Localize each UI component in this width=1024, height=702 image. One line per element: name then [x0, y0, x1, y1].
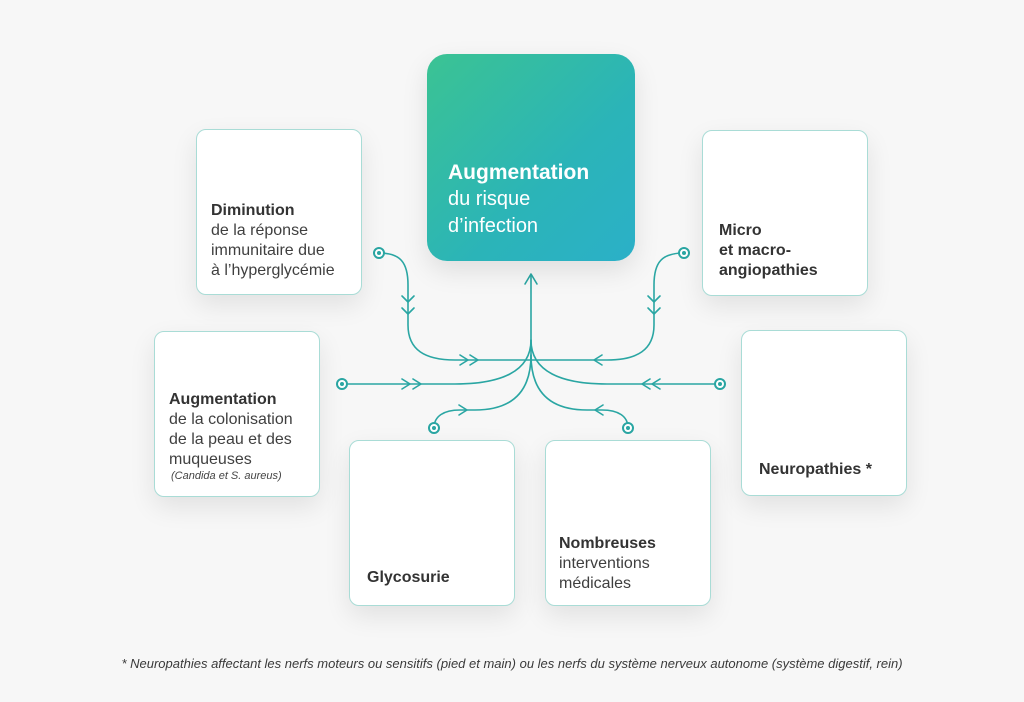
footnote: * Neuropathies affectant les nerfs moteu…	[121, 656, 903, 671]
connector-neuro	[530, 339, 721, 385]
center-line-1: du risque	[448, 188, 531, 210]
main-arrow-head	[524, 273, 538, 285]
connector-glycosurie	[433, 354, 532, 429]
box-immune-bold: Diminution	[211, 202, 295, 219]
center-title: Augmentation	[448, 161, 590, 184]
box-interventions: Nombreuses interventions médicales	[545, 440, 711, 606]
box-neuropathies: Neuropathies *	[741, 330, 907, 496]
box-immune-line-2: immunitaire due	[211, 242, 325, 259]
connector-immune	[378, 252, 532, 361]
connector-interventions	[530, 354, 629, 429]
box-colonisation-line-2: de la peau et des	[169, 431, 292, 448]
box-immune-response: Diminution de la réponse immunitaire due…	[196, 129, 362, 295]
center-box-infection-risk: Augmentation du risque d’infection	[427, 54, 635, 261]
box-colonisation-line-3: muqueuses	[169, 451, 252, 468]
box-colonisation: Augmentation de la colonisation de la pe…	[154, 331, 320, 497]
center-line-2: d’infection	[448, 215, 539, 237]
box-colonisation-bold: Augmentation	[169, 391, 277, 408]
box-interventions-line-1: interventions	[559, 555, 650, 572]
box-angio-line-1: Micro	[719, 222, 762, 239]
box-interventions-line-2: médicales	[559, 575, 632, 592]
box-glycosurie: Glycosurie	[349, 440, 515, 606]
box-angio-line-3: angiopathies	[719, 262, 818, 279]
box-interventions-bold: Nombreuses	[559, 535, 656, 552]
connector-colonisation	[341, 339, 532, 385]
box-colonisation-note: (Candida et S. aureus)	[171, 470, 282, 482]
box-immune-line-3: à l’hyperglycémie	[211, 262, 335, 279]
box-colonisation-line-1: de la colonisation	[169, 411, 293, 428]
box-angio-line-2: et macro-	[719, 242, 792, 259]
box-neuro-bold: Neuropathies *	[759, 461, 872, 478]
box-immune-line-1: de la réponse	[211, 222, 308, 239]
box-glycosurie-bold: Glycosurie	[367, 569, 450, 586]
connector-angio	[530, 252, 685, 361]
box-angiopathies: Micro et macro- angiopathies	[702, 130, 868, 296]
